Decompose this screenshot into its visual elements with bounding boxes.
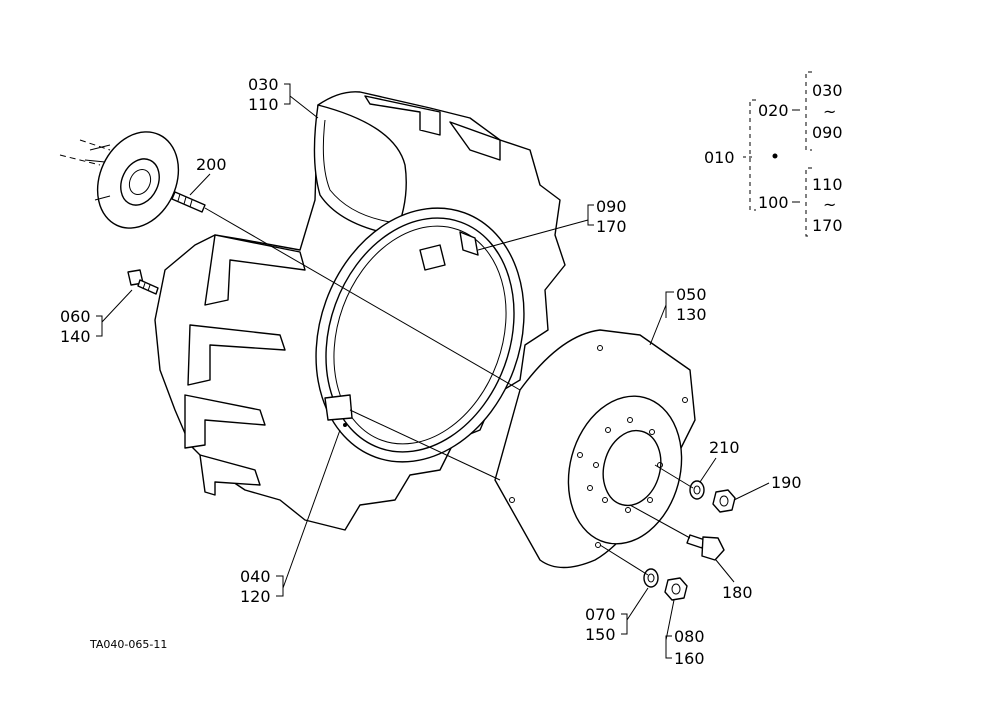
label-020: 020 (758, 101, 789, 120)
callout-210: 210 (699, 438, 740, 483)
tilde-2: ~ (823, 195, 836, 214)
label-170-legend: 170 (812, 216, 843, 235)
legend-group: 010 020 030 ~ 090 100 110 ~ 170 (704, 71, 843, 237)
label-200: 200 (196, 155, 227, 174)
tilde-1: ~ (823, 102, 836, 121)
label-110-legend: 110 (812, 175, 843, 194)
callout-080-160: 080 160 (665, 599, 705, 668)
label-100: 100 (758, 193, 789, 212)
callout-180: 180 (715, 559, 753, 602)
callout-060-140: 060 140 (60, 289, 133, 346)
figure-code: TA040-065-11 (89, 638, 167, 651)
callout-190: 190 (733, 473, 802, 501)
label-030-legend: 030 (812, 81, 843, 100)
label-060: 060 (60, 307, 91, 326)
label-160: 160 (674, 649, 705, 668)
label-090: 090 (596, 197, 627, 216)
tire-drawing (154, 91, 566, 531)
label-110: 110 (248, 95, 279, 114)
wheel-disc-drawing (349, 329, 696, 569)
callout-050-130: 050 130 (649, 285, 707, 346)
label-070: 070 (585, 605, 616, 624)
bolt-060-drawing (127, 269, 159, 295)
callout-070-150: 070 150 (585, 587, 649, 644)
callout-200: 200 (189, 155, 227, 196)
label-120: 120 (240, 587, 271, 606)
axle-flange-drawing (59, 131, 521, 391)
hardware-drawing (599, 464, 736, 601)
callout-030-110: 030 110 (248, 75, 319, 119)
label-130: 130 (676, 305, 707, 324)
label-040: 040 (240, 567, 271, 586)
label-150: 150 (585, 625, 616, 644)
label-090-legend: 090 (812, 123, 843, 142)
label-190: 190 (771, 473, 802, 492)
callout-090-170: 090 170 (477, 197, 627, 251)
label-140: 140 (60, 327, 91, 346)
label-050: 050 (676, 285, 707, 304)
label-010: 010 (704, 148, 735, 167)
label-080: 080 (674, 627, 705, 646)
callout-040-120: 040 120 (240, 429, 341, 606)
label-180: 180 (722, 583, 753, 602)
label-030: 030 (248, 75, 279, 94)
label-170: 170 (596, 217, 627, 236)
label-210: 210 (709, 438, 740, 457)
